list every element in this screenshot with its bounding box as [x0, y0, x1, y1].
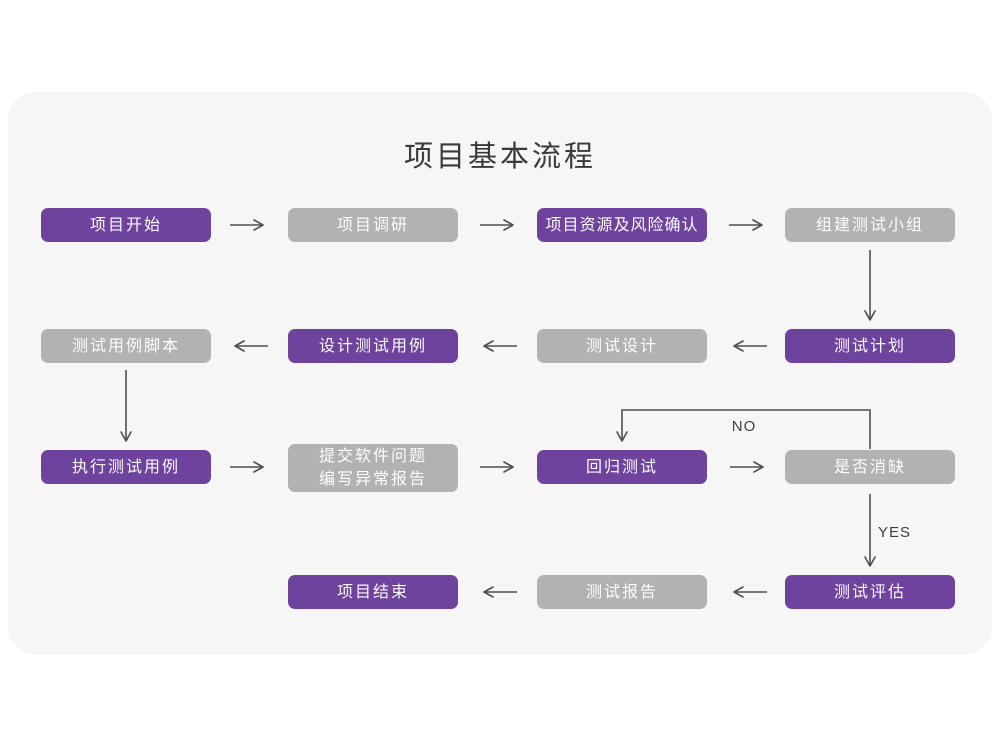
node-project-research: 项目调研 [288, 208, 458, 242]
node-test-case-scripts: 测试用例脚本 [41, 329, 211, 363]
edge-label-yes: YES [878, 524, 912, 541]
flowchart-card [8, 92, 992, 655]
node-project-start: 项目开始 [41, 208, 211, 242]
node-test-evaluation: 测试评估 [785, 575, 955, 609]
page-title: 项目基本流程 [403, 141, 596, 173]
node-build-test-team: 组建测试小组 [785, 208, 955, 242]
node-design-test-cases: 设计测试用例 [288, 329, 458, 363]
node-defects-cleared: 是否消缺 [785, 450, 955, 484]
node-test-plan: 测试计划 [785, 329, 955, 363]
node-test-design: 测试设计 [537, 329, 707, 363]
node-execute-test-cases: 执行测试用例 [41, 450, 211, 484]
node-test-report: 测试报告 [537, 575, 707, 609]
node-submit-issues-report: 提交软件问题 编写异常报告 [288, 444, 458, 492]
node-regression-test: 回归测试 [537, 450, 707, 484]
node-resources-and-risk: 项目资源及风险确认 [537, 208, 707, 242]
edge-label-no: NO [731, 418, 757, 435]
node-project-end: 项目结束 [288, 575, 458, 609]
